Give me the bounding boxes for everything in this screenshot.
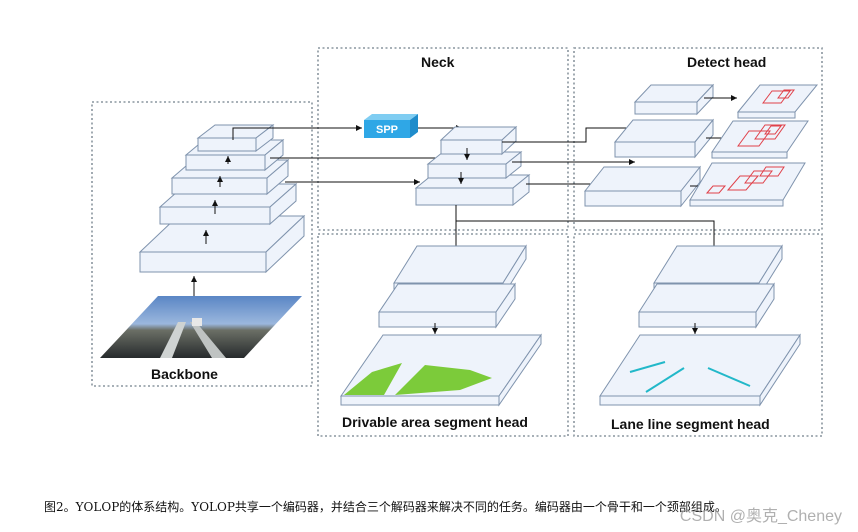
drivable-layer-2: [378, 282, 516, 329]
lane-layer-2: [638, 282, 775, 329]
backbone-layer-1: [138, 214, 306, 274]
bbox-icon: [762, 89, 795, 104]
backbone-frame: [91, 101, 313, 387]
detect-output-3: [689, 162, 806, 207]
neck-layer-1: [414, 173, 531, 207]
watermark: CSDN @奥克_Cheney: [679, 508, 842, 525]
input-road-image: [100, 296, 302, 358]
detect-output-2: [711, 120, 809, 159]
neck-layer-2: [426, 150, 523, 180]
detect-output-1: [736, 84, 819, 119]
neck-layer-3: [439, 125, 518, 156]
drivable-output-map: [340, 333, 542, 407]
lane-head-title: Lane line segment head: [611, 416, 770, 432]
backbone-title: Backbone: [151, 366, 218, 382]
detect-layer-1: [583, 165, 702, 208]
neck-detect-connections: [502, 125, 660, 187]
drivable-head-title: Drivable area segment head: [342, 414, 528, 430]
drivable-head-frame: [317, 233, 569, 437]
detect-layer-3: [633, 83, 715, 116]
backbone-layer-5: [196, 123, 275, 153]
bbox-icon: [705, 166, 785, 194]
bbox-icon: [737, 124, 786, 147]
spp-label: SPP: [376, 124, 398, 136]
backbone-arrows: [191, 156, 231, 296]
backbone-neck-connections: [232, 125, 445, 185]
detect-head-frame: [573, 47, 823, 231]
figure-caption: 图2。YOLOP的体系结构。YOLOP共享一个编码器，并结合三个解码器来解决不同…: [44, 500, 727, 514]
neck-title: Neck: [421, 54, 455, 70]
neck-internal-arrows: [458, 148, 470, 184]
detect-head-title: Detect head: [687, 54, 766, 70]
spp-block: SPP: [364, 114, 418, 138]
lane-output-map: [599, 333, 801, 407]
detect-layer-2: [613, 118, 715, 159]
